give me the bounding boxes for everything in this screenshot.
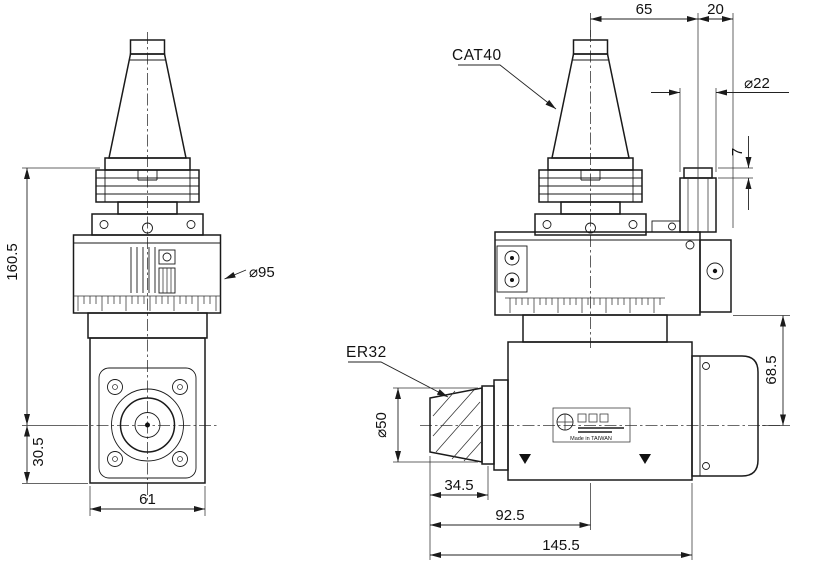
nose-flange: [493, 379, 509, 471]
ring-side-screw: [706, 262, 724, 280]
ring-clamp-block: [496, 245, 528, 293]
lever-pivot-screw: [668, 222, 676, 231]
face-screw-tl: [107, 379, 123, 395]
dim-spindle-offset: 30.5: [22, 425, 88, 484]
side-view: Made in TAIWAN CAT40 ER32 65 20: [346, 1, 790, 560]
nameplate-origin-text: Made in TAIWAN: [570, 436, 612, 442]
vernier-short-ticks-front: [83, 296, 211, 304]
face-screw-br: [172, 451, 188, 467]
er32-text: ER32: [346, 344, 387, 361]
dim-label-20: 20: [707, 1, 724, 18]
gearbox-block: Made in TAIWAN: [507, 341, 759, 481]
collet-nut: [429, 387, 483, 463]
oil-mark-left: [519, 454, 531, 464]
dim-label-dia-50: ⌀50: [373, 412, 390, 438]
collet-slot-lines: [432, 389, 482, 462]
dim-collet-diameter: ⌀50: [373, 387, 478, 463]
ring-right-extension: [699, 239, 732, 313]
dim-label-160-5: 160.5: [4, 243, 21, 281]
head-block-front: [89, 337, 206, 484]
vernier-long-ticks-front: [77, 296, 217, 311]
er32-collet: [429, 379, 509, 471]
front-view: 160.5 30.5 61 ⌀95: [4, 32, 275, 516]
nameplate: Made in TAIWAN: [552, 407, 631, 443]
dim-label-92-5: 92.5: [495, 507, 524, 524]
label-cat40: CAT40: [452, 47, 557, 110]
dim-knob-diameter: ⌀22: [651, 75, 789, 172]
dim-body-width: 61: [89, 486, 206, 516]
drive-notch-side: [580, 170, 601, 181]
neck-side: [522, 314, 668, 343]
spindle-bore: [134, 412, 161, 438]
spindle-adapter-front: [91, 201, 204, 236]
dial-ring-side: [494, 231, 732, 316]
clamp-knob: [651, 167, 717, 250]
clamp-gib-lines: [130, 247, 156, 293]
nose-ring: [481, 385, 495, 465]
dim-label-34-5: 34.5: [444, 477, 473, 494]
cat40-text: CAT40: [452, 47, 502, 64]
detent-ball: [142, 222, 153, 234]
adapter-screw-left: [99, 220, 109, 229]
face-screw-tr: [172, 379, 188, 395]
dim-ring-to-axis: 68.5: [733, 315, 790, 426]
spindle-adapter-side: [534, 201, 647, 236]
vernier-long-ticks-side: [509, 298, 655, 313]
dial-ring-front: [72, 234, 222, 314]
dim-label-145-5: 145.5: [542, 537, 580, 554]
dim-label-7: 7: [729, 148, 746, 156]
dim-label-68-5: 68.5: [763, 355, 780, 384]
spindle-center-dot: [145, 422, 150, 428]
spindle-nose: [119, 397, 176, 453]
dim-knob-step: 7: [718, 136, 753, 210]
spindle-boss-outer: [111, 388, 184, 462]
face-screw-bl: [107, 451, 123, 467]
dim-total-height: 160.5: [4, 167, 100, 426]
clamp-screw-block: [158, 249, 176, 265]
dim-label-30-5: 30.5: [30, 437, 47, 466]
dim-label-61: 61: [139, 491, 156, 508]
dim-label-dia-95: ⌀95: [249, 264, 275, 281]
dim-ring-diameter-callout: ⌀95: [224, 264, 275, 281]
oil-mark-right: [639, 454, 651, 464]
vernier-short-ticks-side: [515, 298, 661, 305]
adapter-screw-right: [186, 220, 196, 229]
label-er32: ER32: [346, 344, 449, 398]
dim-bottom-chain: 34.5 92.5 145.5: [429, 456, 693, 560]
dim-label-65: 65: [636, 1, 653, 18]
rear-end-cap: [691, 355, 759, 477]
face-plate: [98, 367, 197, 479]
dim-label-dia-22: ⌀22: [744, 75, 770, 92]
dim-top-chain: 65 20: [590, 1, 734, 232]
drive-notch-front: [137, 170, 158, 181]
